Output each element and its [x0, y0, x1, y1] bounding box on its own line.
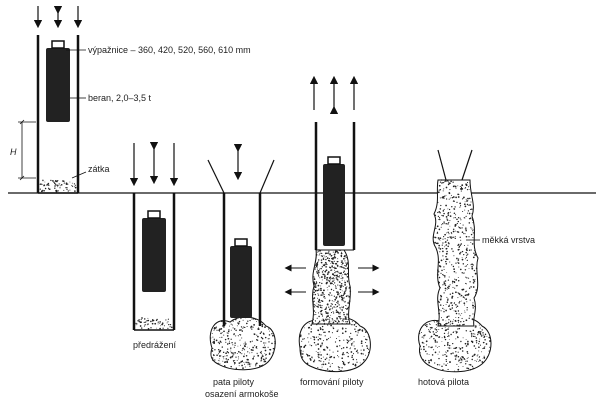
label-finished-pile: hotová pilota — [418, 377, 469, 387]
base-speckle-3 — [210, 316, 276, 369]
label-pile-base-2: osazení armokoše — [205, 389, 279, 399]
label-predriving: předrážení — [133, 340, 177, 350]
label-pile-base-1: pata piloty — [213, 377, 255, 387]
label-plug: zátka — [88, 164, 110, 174]
plug-speckle-1 — [39, 179, 77, 193]
ram-3 — [230, 246, 252, 318]
label-soft-layer: měkká vrstva — [482, 235, 535, 245]
ram-1 — [46, 48, 70, 122]
stage-3-pile-base — [207, 143, 276, 371]
label-ram: beran, 2,0–3,5 t — [88, 93, 152, 103]
stage-4-pile-forming — [284, 75, 380, 372]
label-pile-forming: formování piloty — [300, 377, 364, 387]
shaft-speckle-5 — [419, 179, 491, 372]
ram-4 — [323, 164, 345, 246]
label-casing: výpažnice – 360, 420, 520, 560, 610 mm — [88, 45, 251, 55]
label-height: H — [10, 147, 17, 157]
stage-5-finished-pile — [418, 149, 492, 373]
shaft-speckle-4 — [299, 249, 370, 372]
stage-1-casing — [18, 5, 83, 194]
plug-speckle-2 — [135, 317, 173, 330]
stage-2-predriving — [129, 141, 179, 331]
ram-2 — [142, 218, 166, 292]
